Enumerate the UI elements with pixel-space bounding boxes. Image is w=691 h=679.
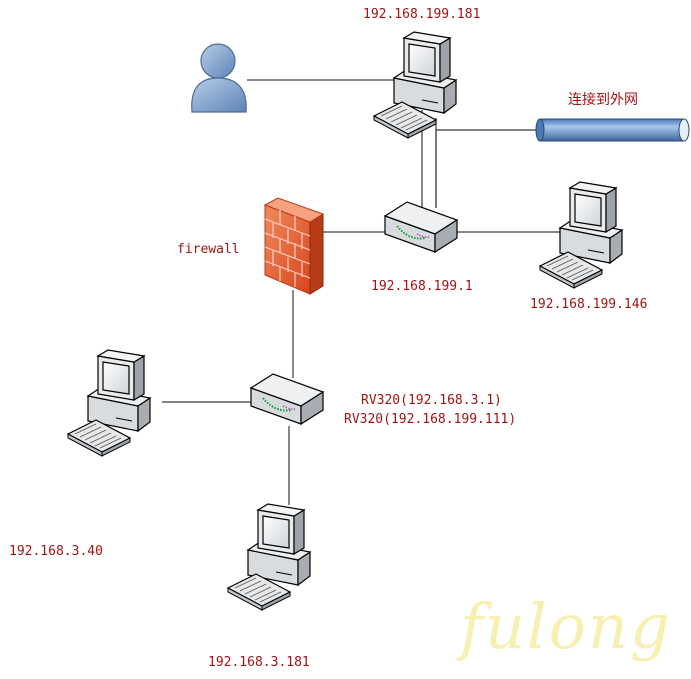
computer-bottom-icon [227,503,311,611]
computer-left-icon [67,349,151,457]
rv320-router-icon [250,373,324,425]
label-rv320-lan: RV320(192.168.3.1) [361,393,502,408]
label-rv320-wan: RV320(192.168.199.111) [344,412,517,427]
label-pc-bottom-ip: 192.168.3.181 [208,655,310,670]
label-pc-top-ip: 192.168.199.181 [363,7,481,22]
label-firewall: firewall [177,242,240,257]
label-pc-right-ip: 192.168.199.146 [530,297,648,312]
firewall-icon [263,197,325,295]
internet-pipe-icon [535,118,690,142]
computer-top-icon [373,31,457,139]
label-router-top-ip: 192.168.199.1 [371,279,473,294]
label-internet: 连接到外网 [568,92,638,108]
user-icon [191,43,247,113]
label-pc-left-ip: 192.168.3.40 [9,544,103,559]
watermark: fulong [460,590,672,663]
router-top-icon [384,201,458,253]
connection-lines [162,79,570,505]
computer-right-icon [539,181,623,289]
link-router-internet [435,129,540,208]
